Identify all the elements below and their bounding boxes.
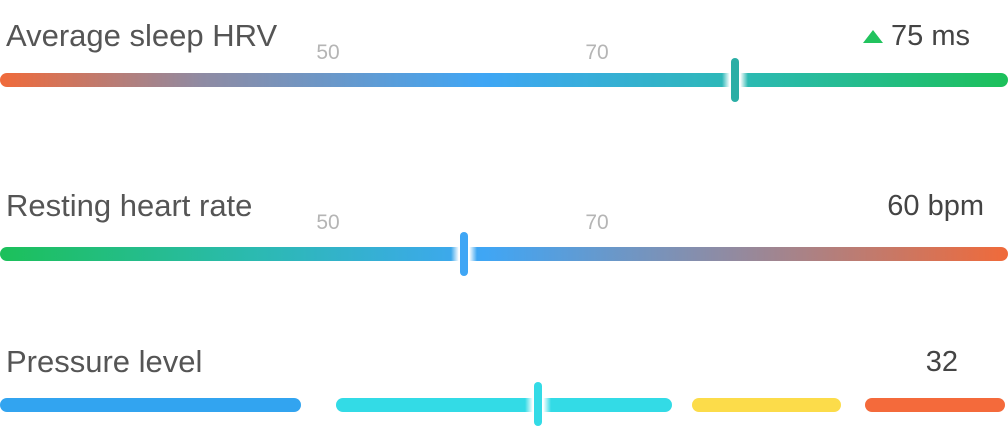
pressure-segment-high bbox=[865, 398, 1005, 412]
rhr-marker bbox=[460, 232, 468, 276]
hrv-value-text: 75 ms bbox=[891, 20, 970, 52]
rhr-value: 60 bpm bbox=[887, 192, 984, 221]
pressure-title: Pressure level bbox=[6, 344, 203, 379]
rhr-value-text: 60 bpm bbox=[887, 190, 984, 222]
pressure-metric: Pressure level 32 bbox=[0, 330, 1008, 426]
hrv-range-bar bbox=[0, 73, 1008, 87]
hrv-title: Average sleep HRV bbox=[6, 18, 278, 53]
hrv-tick-50: 50 bbox=[316, 41, 340, 64]
hrv-tick-70: 70 bbox=[585, 41, 609, 64]
rhr-range-bar bbox=[0, 247, 1008, 261]
pressure-value-text: 32 bbox=[925, 346, 958, 378]
triangle-up-icon bbox=[863, 30, 884, 43]
rhr-title: Resting heart rate bbox=[6, 188, 253, 223]
pressure-segment-normal bbox=[336, 398, 672, 412]
rhr-tick-70: 70 bbox=[585, 211, 609, 234]
rhr-tick-50: 50 bbox=[316, 211, 340, 234]
rhr-metric: Resting heart rate 60 bpm 50 70 bbox=[0, 170, 1008, 300]
hrv-value: 75 ms bbox=[863, 22, 970, 51]
pressure-segment-relaxed bbox=[0, 398, 301, 412]
pressure-value: 32 bbox=[926, 348, 958, 377]
pressure-segment-medium bbox=[692, 398, 841, 412]
pressure-marker bbox=[534, 382, 542, 426]
hrv-metric: Average sleep HRV 75 ms 50 70 bbox=[0, 0, 1008, 140]
hrv-marker bbox=[731, 58, 739, 102]
